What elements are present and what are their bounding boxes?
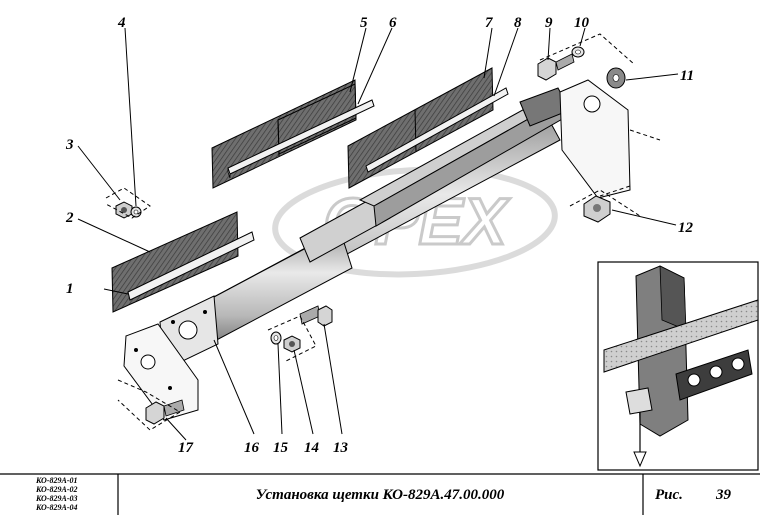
callout-2: 2 (65, 210, 74, 226)
callout-15: 15 (273, 440, 289, 456)
callout-7: 7 (485, 15, 493, 31)
callout-9: 9 (545, 15, 553, 31)
callout-17: 17 (178, 440, 194, 456)
clamp-strip-1 (127, 231, 255, 301)
bolt-17 (145, 399, 185, 425)
washer-10 (571, 46, 585, 58)
clamp-strip-6 (227, 99, 375, 179)
callout-11: 11 (680, 68, 694, 84)
callout-8: 8 (514, 15, 522, 31)
callout-5: 5 (360, 15, 368, 31)
nut-3 (115, 201, 133, 219)
variant-label-1: КО-829А-01 (36, 476, 78, 485)
variant-label-2: КО-829А-02 (36, 485, 78, 494)
clamp-strip-8 (365, 87, 509, 173)
variant-label-3: КО-829А-03 (36, 494, 78, 503)
callout-3: 3 (65, 137, 74, 153)
inset-detail (597, 261, 759, 471)
bolt-13 (299, 305, 333, 327)
side-plate-11 (559, 79, 631, 199)
callout-4: 4 (117, 15, 126, 31)
frame-rail (358, 87, 571, 227)
callout-1: 1 (66, 281, 74, 297)
callout-12: 12 (678, 220, 694, 236)
figure-label: Рис. (655, 487, 683, 503)
callout-13: 13 (333, 440, 349, 456)
callout-labels: 1 2 3 4 5 6 7 8 9 10 11 12 13 14 15 16 1… (65, 15, 694, 456)
callout-16: 16 (244, 440, 260, 456)
washer-11 (606, 67, 626, 89)
figure-caption: Установка щетки КО-829А.47.00.000 (255, 487, 505, 503)
leader-lines (77, 27, 679, 441)
figure-number: 39 (716, 487, 731, 503)
bolt-9 (537, 53, 575, 81)
callout-6: 6 (389, 15, 397, 31)
callout-14: 14 (304, 440, 320, 456)
mounting-plate (123, 323, 199, 421)
title-block-frame (0, 473, 760, 515)
washer-15 (270, 331, 282, 345)
washer-4 (130, 206, 142, 218)
dashed-guide-lines (105, 33, 661, 431)
variant-label-4: КО-829А-04 (36, 503, 78, 512)
nut-14 (283, 335, 301, 353)
fitting-12 (583, 195, 611, 223)
callout-10: 10 (574, 15, 590, 31)
